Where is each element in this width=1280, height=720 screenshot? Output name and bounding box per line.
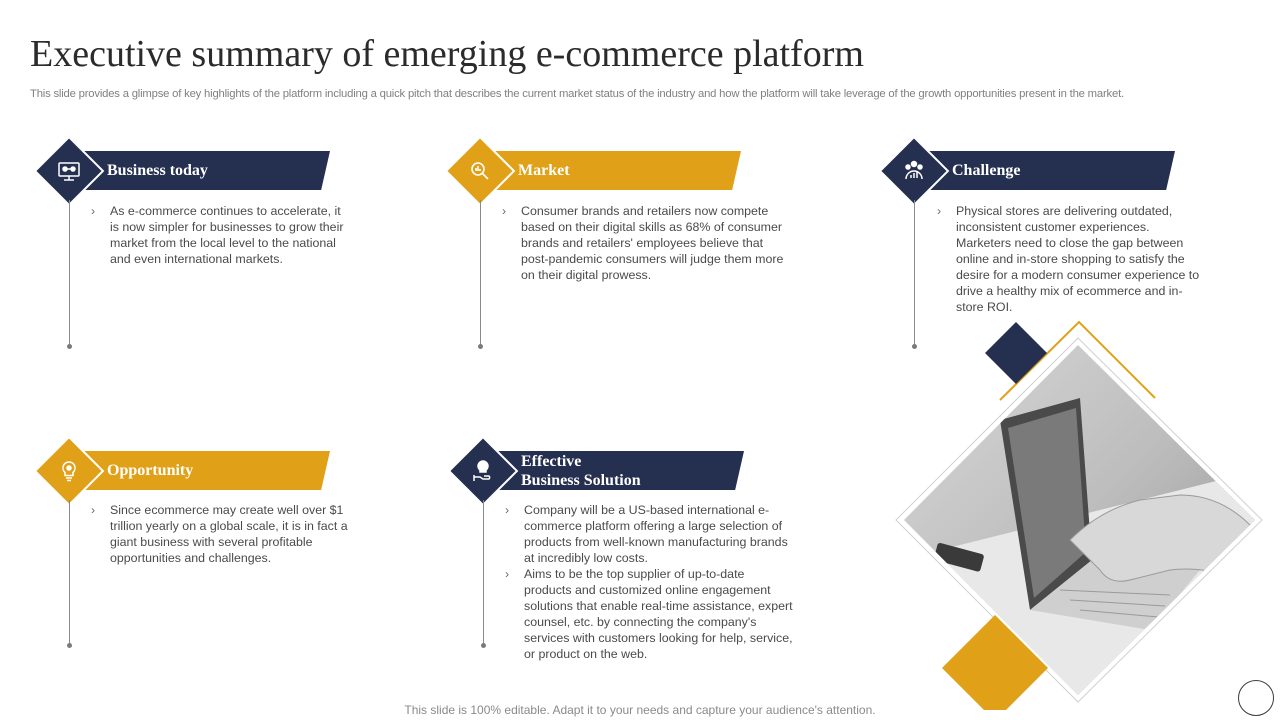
heading-line-2: Business Solution [521, 471, 641, 489]
laptop-photo-graphic [895, 320, 1263, 710]
heading-market: Market [518, 162, 570, 179]
heading-challenge: Challenge [952, 162, 1021, 179]
idea-hand-icon [460, 448, 506, 494]
connector-line [69, 500, 70, 646]
bullet-item: Company will be a US-based international… [505, 502, 795, 566]
bullet-item: Consumer brands and retailers now compet… [502, 203, 792, 283]
bullet-item: Physical stores are delivering outdated,… [937, 203, 1207, 315]
monitor-network-icon [46, 148, 92, 194]
bullets-business-today: As e-commerce continues to accelerate, i… [91, 203, 353, 267]
bullet-item: Aims to be the top supplier of up-to-dat… [505, 566, 795, 662]
team-growth-icon [891, 148, 937, 194]
banner-business-today: Business today [77, 151, 330, 190]
connector-dot [67, 344, 72, 349]
connector-line [914, 200, 915, 346]
connector-dot [912, 344, 917, 349]
banner-opportunity: Opportunity [77, 451, 330, 490]
bullets-challenge: Physical stores are delivering outdated,… [937, 203, 1207, 315]
market-analysis-icon [457, 148, 503, 194]
navy-diamond-shape [985, 322, 1047, 384]
corner-circle-icon [1238, 680, 1274, 716]
banner-effective-business-solution: Effective Business Solution [491, 451, 744, 490]
connector-dot [67, 643, 72, 648]
bullets-market: Consumer brands and retailers now compet… [502, 203, 792, 283]
heading-effective-business-solution: Effective Business Solution [521, 451, 641, 490]
banner-challenge: Challenge [922, 151, 1175, 190]
gold-diamond-shape [942, 615, 1048, 710]
connector-dot [481, 643, 486, 648]
footer-note: This slide is 100% editable. Adapt it to… [404, 703, 876, 717]
connector-line [483, 500, 484, 646]
bullets-opportunity: Since ecommerce may create well over $1 … [91, 502, 371, 566]
bullet-item: As e-commerce continues to accelerate, i… [91, 203, 353, 267]
lightbulb-gear-icon [46, 448, 92, 494]
bullet-item: Since ecommerce may create well over $1 … [91, 502, 371, 566]
connector-line [69, 200, 70, 346]
heading-line-1: Effective [521, 452, 582, 470]
bullets-effective-business-solution: Company will be a US-based international… [505, 502, 795, 662]
slide-title: Executive summary of emerging e-commerce… [30, 33, 864, 75]
slide-subtitle: This slide provides a glimpse of key hig… [30, 88, 1124, 100]
banner-market: Market [488, 151, 741, 190]
heading-business-today: Business today [107, 162, 208, 179]
connector-dot [478, 344, 483, 349]
connector-line [480, 200, 481, 346]
heading-opportunity: Opportunity [107, 462, 194, 479]
